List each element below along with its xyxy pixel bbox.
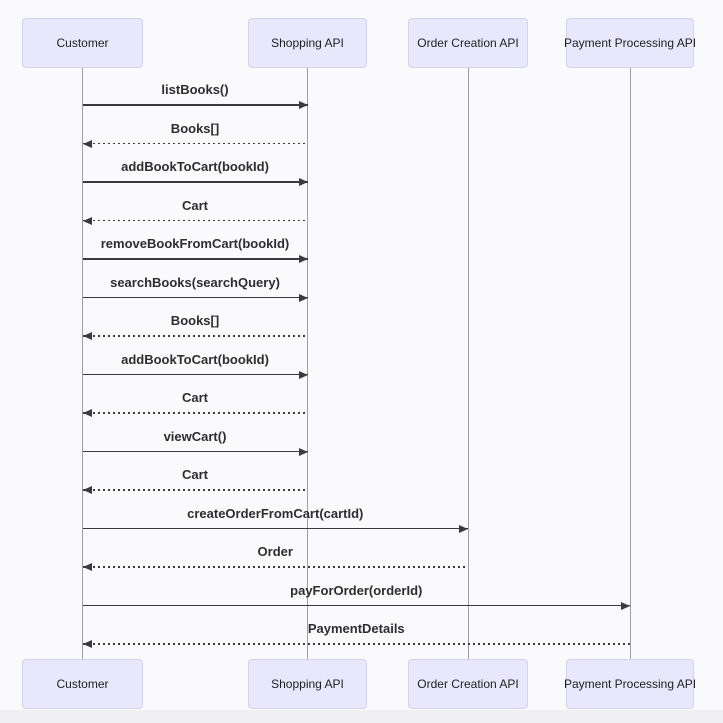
- arrowhead-icon: [298, 101, 308, 109]
- page-footer-strip: [0, 710, 723, 723]
- lifeline-order-creation-api: [467, 68, 469, 660]
- message-label-cart: Cart: [181, 390, 209, 405]
- actor-top-shopping-api: Shopping API: [248, 18, 367, 68]
- message-line-return: [82, 489, 308, 491]
- message-label-addbooktocart-bookid: addBookToCart(bookId): [121, 159, 269, 174]
- message-line-return: [82, 335, 308, 337]
- actor-top-payment-processing-api: Payment Processing API: [564, 18, 696, 68]
- message-line-return: [82, 566, 468, 568]
- message-label-viewcart: viewCart(): [163, 428, 227, 444]
- arrowhead-icon: [298, 293, 308, 302]
- actor-top-customer: Customer: [22, 18, 143, 68]
- message-line-return: [82, 142, 308, 144]
- arrowhead-icon: [82, 139, 92, 148]
- arrowhead-icon: [82, 640, 92, 648]
- arrowhead-icon: [82, 216, 92, 225]
- message-line-call: [82, 373, 308, 376]
- arrowhead-icon: [82, 409, 92, 417]
- arrowhead-icon: [82, 486, 92, 494]
- message-line-return: [82, 219, 308, 221]
- message-label-addbooktocart-bookid: addBookToCart(bookId): [121, 351, 269, 367]
- lifeline-payment-processing-api: [629, 68, 631, 660]
- message-label-books: Books[]: [170, 120, 220, 136]
- actor-bottom-shopping-api: Shopping API: [248, 659, 367, 709]
- arrowhead-icon: [298, 370, 308, 379]
- message-label-paymentdetails: PaymentDetails: [307, 621, 405, 636]
- message-label-removebookfromcart-bookid: removeBookFromCart(bookId): [100, 236, 290, 251]
- actor-bottom-customer: Customer: [22, 659, 143, 709]
- arrowhead-icon: [459, 524, 468, 533]
- arrowhead-icon: [621, 601, 630, 610]
- message-label-order: Order: [257, 544, 293, 559]
- message-line-call: [82, 181, 308, 183]
- message-line-return: [82, 412, 308, 414]
- arrowhead-icon: [298, 178, 308, 186]
- message-label-createorderfromcart-cartid: createOrderFromCart(cartId): [187, 505, 364, 521]
- message-line-call: [82, 527, 468, 530]
- actor-bottom-order-creation-api: Order Creation API: [408, 659, 528, 709]
- message-label-searchbooks-searchquery: searchBooks(searchQuery): [110, 274, 280, 290]
- message-line-call: [82, 604, 630, 607]
- message-label-books: Books[]: [170, 313, 220, 328]
- actor-top-order-creation-api: Order Creation API: [408, 18, 528, 68]
- message-label-payfororder-orderid: payForOrder(orderId): [290, 582, 423, 598]
- lifeline-customer: [82, 68, 83, 660]
- arrowhead-icon: [82, 563, 92, 571]
- message-label-cart: Cart: [181, 197, 209, 213]
- arrowhead-icon: [298, 255, 308, 263]
- actor-bottom-payment-processing-api: Payment Processing API: [564, 659, 696, 709]
- message-label-cart: Cart: [181, 467, 209, 482]
- message-line-return: [82, 643, 630, 645]
- message-line-call: [82, 104, 308, 106]
- message-label-listbooks: listBooks(): [161, 82, 229, 97]
- arrowhead-icon: [82, 332, 92, 340]
- arrowhead-icon: [298, 447, 308, 456]
- lifeline-shopping-api: [307, 68, 308, 660]
- message-line-call: [82, 258, 308, 260]
- message-line-call: [82, 450, 308, 453]
- message-line-call: [82, 296, 308, 299]
